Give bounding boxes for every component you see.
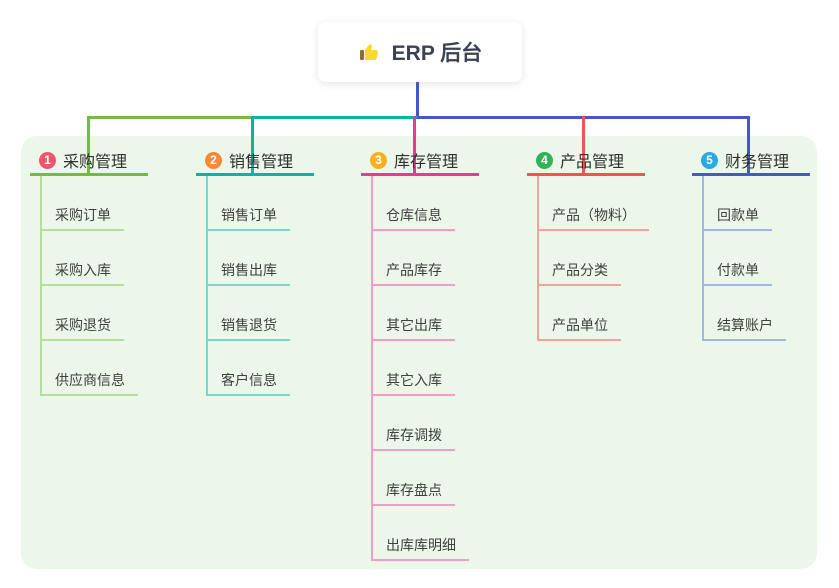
- child-node[interactable]: 出库库明细: [371, 535, 469, 561]
- branch-number-badge: 2: [205, 151, 222, 169]
- child-node[interactable]: 产品（物料）: [537, 205, 649, 231]
- connector-bus-left: [87, 116, 253, 119]
- branch-number-badge: 1: [39, 151, 56, 169]
- root-title: ERP 后台: [391, 42, 483, 65]
- child-node[interactable]: 客户信息: [206, 370, 290, 396]
- branch-trunk-2: [206, 176, 208, 396]
- root-node-erp[interactable]: ERP 后台: [318, 22, 522, 82]
- connector-branch-drop-5: [747, 116, 750, 176]
- connector-branch-drop-2: [251, 116, 254, 176]
- branch-trunk-5: [702, 176, 704, 341]
- branch-node-5[interactable]: 5 财务管理: [692, 147, 810, 176]
- connector-branch-drop-1: [87, 116, 90, 176]
- branch-node-1[interactable]: 1 采购管理: [30, 147, 148, 176]
- branch-title: 财务管理: [725, 154, 790, 171]
- connector-branch-drop-4: [582, 116, 585, 176]
- branch-number-badge: 5: [701, 151, 718, 169]
- child-node[interactable]: 其它入库: [371, 370, 455, 396]
- child-node[interactable]: 回款单: [702, 205, 772, 231]
- branch-title: 采购管理: [63, 154, 128, 171]
- branch-node-3[interactable]: 3 库存管理: [361, 147, 479, 176]
- child-node[interactable]: 供应商信息: [40, 370, 138, 396]
- connector-root-drop: [416, 82, 419, 116]
- branch-trunk-1: [40, 176, 42, 396]
- child-node[interactable]: 产品分类: [537, 260, 621, 286]
- branch-number-badge: 4: [536, 151, 553, 169]
- child-node[interactable]: 仓库信息: [371, 205, 455, 231]
- thumbs-up-icon: [358, 40, 382, 64]
- child-node[interactable]: 销售订单: [206, 205, 290, 231]
- branch-trunk-4: [537, 176, 539, 341]
- connector-branch-drop-3: [413, 116, 416, 176]
- branches-background-panel: [21, 136, 817, 569]
- branch-node-2[interactable]: 2 销售管理: [196, 147, 314, 176]
- child-node[interactable]: 结算账户: [702, 315, 786, 341]
- child-node[interactable]: 采购订单: [40, 205, 124, 231]
- child-node[interactable]: 销售出库: [206, 260, 290, 286]
- branch-trunk-3: [371, 176, 373, 561]
- child-node[interactable]: 库存盘点: [371, 480, 455, 506]
- branch-node-4[interactable]: 4 产品管理: [527, 147, 645, 176]
- connector-bus-middle: [253, 116, 417, 119]
- branch-title: 销售管理: [229, 154, 294, 171]
- child-node[interactable]: 产品库存: [371, 260, 455, 286]
- child-node[interactable]: 库存调拨: [371, 425, 455, 451]
- child-node[interactable]: 产品单位: [537, 315, 621, 341]
- child-node[interactable]: 采购退货: [40, 315, 124, 341]
- branch-title: 库存管理: [394, 154, 459, 171]
- child-node[interactable]: 付款单: [702, 260, 772, 286]
- child-node[interactable]: 销售退货: [206, 315, 290, 341]
- branch-number-badge: 3: [370, 151, 387, 169]
- child-node[interactable]: 采购入库: [40, 260, 124, 286]
- branch-title: 产品管理: [560, 154, 625, 171]
- child-node[interactable]: 其它出库: [371, 315, 455, 341]
